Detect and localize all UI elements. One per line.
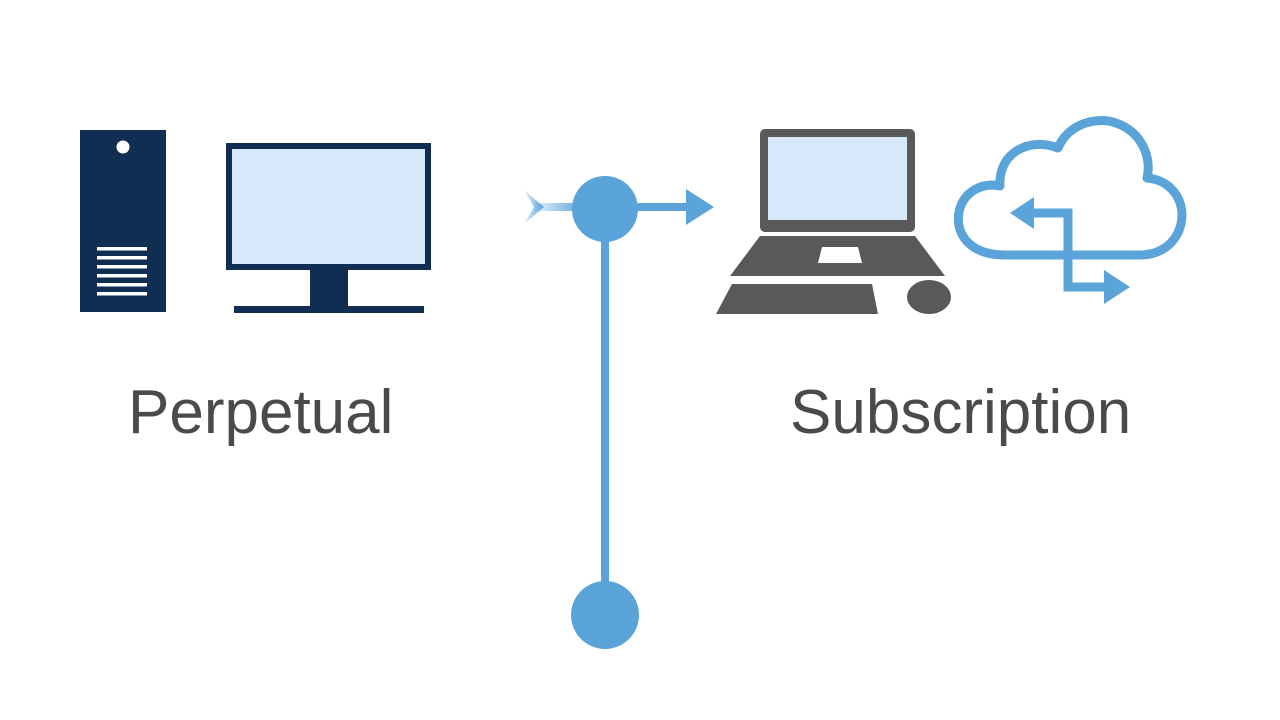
timeline-connector-icon: [524, 176, 714, 649]
desktop-monitor-icon: [226, 143, 431, 313]
server-tower-icon: [80, 130, 166, 312]
perpetual-label: Perpetual: [128, 378, 394, 447]
laptop-icon: [716, 129, 951, 314]
cloud-sync-icon: [953, 116, 1187, 304]
subscription-label: Subscription: [790, 378, 1132, 447]
